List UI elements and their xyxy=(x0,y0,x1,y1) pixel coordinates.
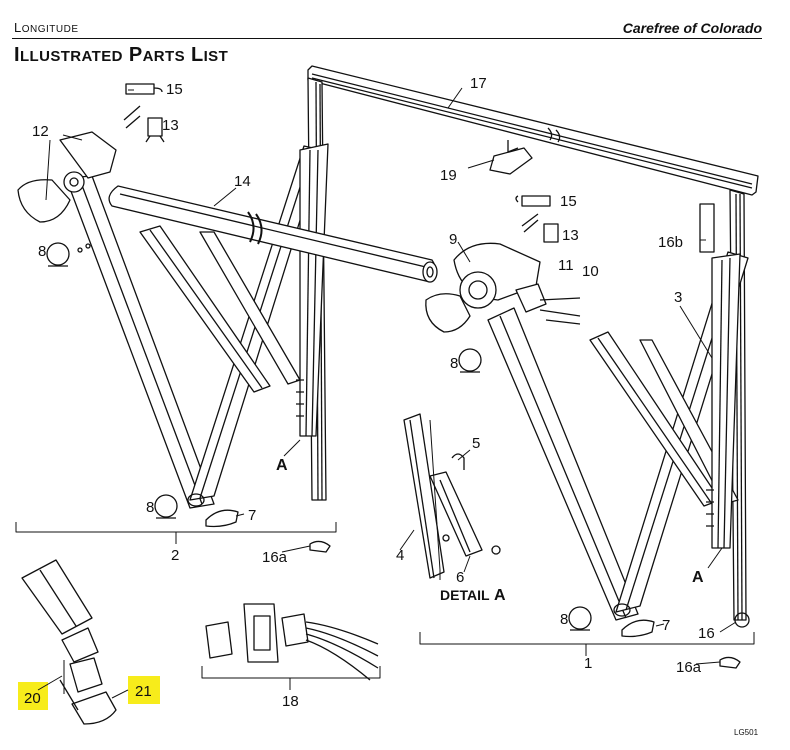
highlight-21 xyxy=(128,676,160,704)
callout-16b: 16b xyxy=(658,234,683,251)
figure-code: LG501 xyxy=(734,728,759,737)
callout-a-left: A xyxy=(276,457,288,474)
callout-4: 4 xyxy=(396,547,404,564)
callout-1: 1 xyxy=(584,655,592,672)
callout-12: 12 xyxy=(32,123,49,140)
right-end-cap xyxy=(425,242,581,373)
callout-17: 17 xyxy=(470,75,487,92)
callout-21: 21 xyxy=(135,683,152,700)
leader-lines xyxy=(37,87,737,699)
small-parts xyxy=(154,494,741,669)
callout-a-right: A xyxy=(692,569,704,586)
callout-labels: 1 2 3 4 5 6 7 7 8 8 8 8 9 10 11 12 13 13… xyxy=(24,75,759,737)
top-rail xyxy=(307,65,759,196)
callout-7-right: 7 xyxy=(662,617,670,634)
callout-15-left: 15 xyxy=(166,81,183,98)
right-arm-assembly xyxy=(487,251,750,628)
callout-13-left: 13 xyxy=(162,117,179,134)
roller-tube xyxy=(108,185,438,283)
callout-19: 19 xyxy=(440,167,457,184)
callout-18: 18 xyxy=(282,693,299,710)
header-left-label: LONGITUDE xyxy=(14,20,79,35)
callout-2: 2 xyxy=(171,547,179,564)
detail-a-drawing xyxy=(403,413,501,579)
callout-8-left-top: 8 xyxy=(38,243,46,260)
page-title: ILLUSTRATED PARTS LIST xyxy=(14,44,229,66)
callout-8-right-bottom: 8 xyxy=(560,611,568,628)
callout-16a-right: 16a xyxy=(676,659,702,676)
callout-14: 14 xyxy=(234,173,251,190)
callout-8-left-bottom: 8 xyxy=(146,499,154,516)
motor-inset-drawing xyxy=(21,559,117,725)
callout-3: 3 xyxy=(674,289,682,306)
callout-16: 16 xyxy=(698,625,715,642)
callout-7-left: 7 xyxy=(248,507,256,524)
header-right-label: Carefree of Colorado xyxy=(622,20,762,36)
callout-13-right: 13 xyxy=(562,227,579,244)
callout-10: 10 xyxy=(582,263,599,280)
callout-11: 11 xyxy=(558,257,574,274)
switch-assembly xyxy=(205,603,379,681)
callout-6: 6 xyxy=(456,569,464,586)
callout-8-right-top: 8 xyxy=(450,355,458,372)
callout-9: 9 xyxy=(449,231,457,248)
header-rule xyxy=(12,38,762,39)
group-brackets xyxy=(15,419,755,694)
callout-5: 5 xyxy=(472,435,480,452)
callout-20: 20 xyxy=(24,690,41,707)
left-brackets xyxy=(123,83,165,143)
left-end-cap xyxy=(17,131,117,267)
detail-label: DETAIL xyxy=(440,587,490,603)
left-arm-assembly xyxy=(65,143,329,509)
detail-letter: A xyxy=(494,587,506,604)
callout-15-right: 15 xyxy=(560,193,577,210)
callout-16a-left: 16a xyxy=(262,549,288,566)
